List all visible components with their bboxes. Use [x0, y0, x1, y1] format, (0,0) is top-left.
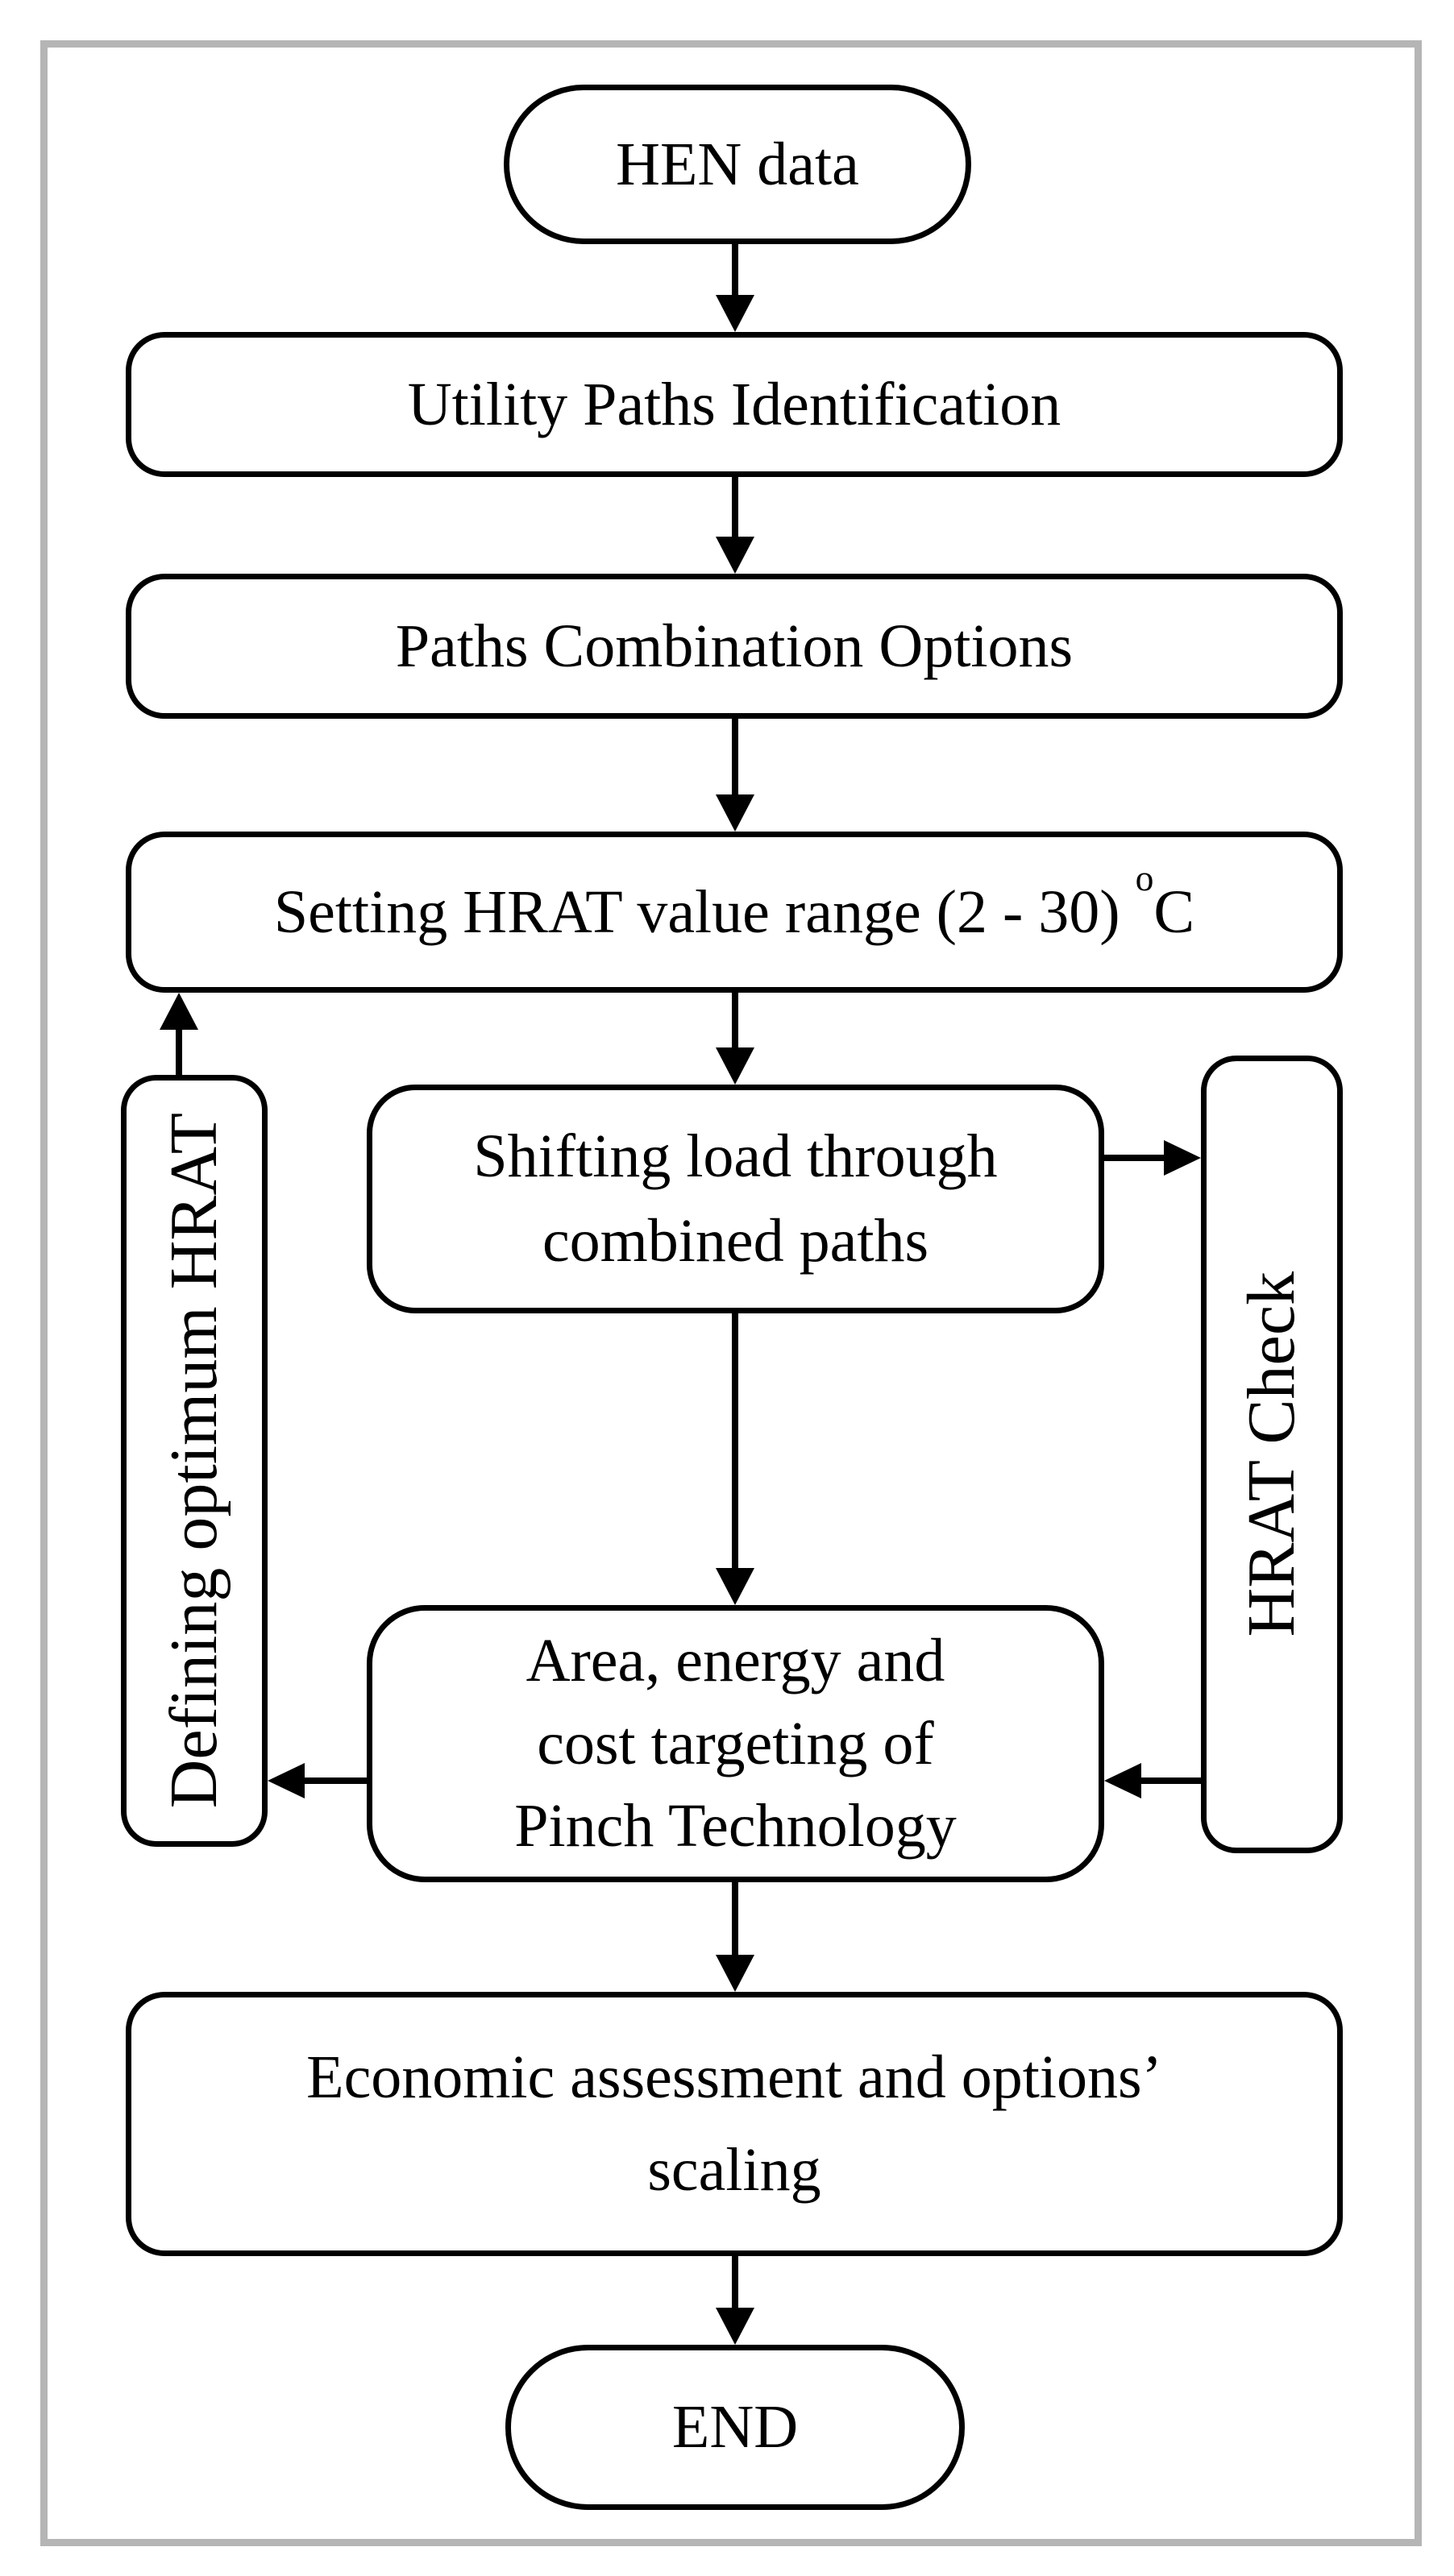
node-hen-data: HEN data — [504, 85, 971, 244]
arrow-economic-to-end-line — [732, 2256, 738, 2309]
node-setting-hrat-range: Setting HRAT value range (2 - 30) oC — [126, 832, 1343, 993]
node-utility-paths-identification: Utility Paths Identification — [126, 332, 1343, 477]
arrow-paths-to-setting-line — [732, 719, 738, 796]
arrow-utility-to-paths-line — [732, 477, 738, 538]
node-hrat-check-label: HRAT Check — [1234, 1271, 1310, 1637]
arrow-shifting-to-area-line — [732, 1313, 738, 1570]
arrow-hrat-check-to-area-head-icon — [1104, 1763, 1141, 1798]
setting-label-superscript: o — [1135, 857, 1154, 899]
node-economic-assessment: Economic assessment and options’ scaling — [126, 1992, 1343, 2256]
arrow-setting-to-shifting-line — [732, 993, 738, 1049]
node-end: END — [505, 2345, 965, 2510]
node-hrat-check: HRAT Check — [1201, 1056, 1343, 1853]
arrow-hrat-check-to-area-line — [1140, 1777, 1201, 1784]
arrow-defining-to-setting-head-icon — [160, 993, 198, 1030]
setting-label-prefix: Setting HRAT value range (2 - 30) — [273, 877, 1136, 946]
node-shifting-load: Shifting load through combined paths — [367, 1085, 1104, 1313]
node-utility-label: Utility Paths Identification — [407, 370, 1061, 438]
node-defining-label: Defining optimum HRAT — [156, 1113, 232, 1809]
arrow-paths-to-setting-head-icon — [716, 794, 754, 832]
node-economic-line2: scaling — [647, 2136, 821, 2204]
node-area-energy-cost-targeting: Area, energy and cost targeting of Pinch… — [367, 1605, 1104, 1882]
node-area-line1: Area, energy and — [526, 1627, 945, 1695]
setting-label-suffix: C — [1153, 877, 1195, 946]
arrow-shifting-to-hrat-check-head-icon — [1164, 1140, 1201, 1176]
arrow-area-to-defining-line — [305, 1777, 367, 1784]
node-hen-data-label: HEN data — [616, 130, 859, 198]
arrow-utility-to-paths-head-icon — [716, 537, 754, 574]
arrow-economic-to-end-head-icon — [716, 2308, 754, 2345]
arrow-hen-to-utility-head-icon — [716, 295, 754, 332]
node-area-line2: cost targeting of — [537, 1709, 934, 1777]
node-paths-combination-options: Paths Combination Options — [126, 574, 1343, 719]
node-paths-label: Paths Combination Options — [395, 612, 1074, 680]
node-shifting-line1: Shifting load through — [473, 1122, 998, 1191]
arrow-area-to-economic-head-icon — [716, 1955, 754, 1992]
node-economic-line1: Economic assessment and options’ — [306, 2043, 1162, 2112]
arrow-area-to-economic-line — [732, 1882, 738, 1956]
node-shifting-line2: combined paths — [542, 1207, 929, 1275]
arrow-hen-to-utility-line — [732, 244, 738, 296]
node-area-line3: Pinch Technology — [514, 1792, 957, 1860]
node-end-label: END — [671, 2393, 799, 2462]
arrow-defining-to-setting-line — [176, 1028, 182, 1075]
arrow-shifting-to-area-head-icon — [716, 1568, 754, 1605]
node-defining-optimum-hrat: Defining optimum HRAT — [121, 1075, 268, 1847]
node-setting-label: Setting HRAT value range (2 - 30) oC — [273, 860, 1195, 952]
arrow-shifting-to-hrat-check-line — [1104, 1155, 1165, 1161]
arrow-setting-to-shifting-head-icon — [716, 1047, 754, 1085]
arrow-area-to-defining-head-icon — [268, 1763, 305, 1798]
